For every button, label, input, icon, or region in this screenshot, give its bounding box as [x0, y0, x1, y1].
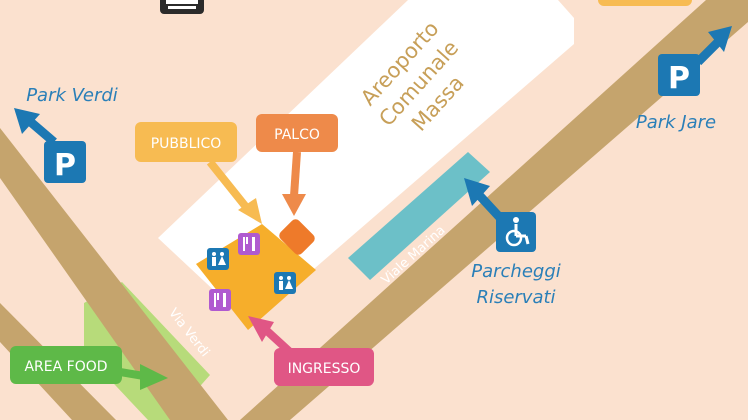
restroom-icon [274, 272, 296, 294]
park-jare-label: Park Jare [636, 112, 716, 133]
parking-symbol: P [54, 148, 76, 183]
reserved-parking-marker [464, 178, 536, 252]
parking-symbol: P [668, 61, 690, 96]
area-food-label: AREA FOOD [10, 346, 168, 390]
parking-icon [44, 141, 86, 183]
park-verdi-label: Park Verdi [26, 85, 118, 106]
parking-icon [658, 54, 700, 96]
ingresso-text: INGRESSO [288, 361, 361, 377]
accessible-icon [496, 212, 536, 252]
cropped-yellow-label [598, 0, 692, 6]
reserved-parking-strip [348, 152, 490, 280]
pubblico-text: PUBBLICO [151, 136, 222, 152]
area-food-text: AREA FOOD [24, 359, 107, 375]
via-verdi-road [0, 128, 228, 420]
reserved-parking-line1: Parcheggi [471, 261, 561, 282]
fork-knife-icon [238, 233, 260, 255]
stage-block [279, 219, 315, 255]
restroom-icon [207, 248, 229, 270]
palco-label: PALCO [256, 114, 338, 216]
pubblico-label: PUBBLICO [135, 122, 262, 224]
reserved-parking-line2: Riservati [476, 287, 555, 308]
ingresso-label: INGRESSO [248, 316, 374, 386]
park-verdi-marker: P [14, 108, 86, 183]
park-jare-marker: P [658, 26, 732, 96]
train-icon [160, 0, 204, 14]
fork-knife-icon [209, 289, 231, 311]
palco-text: PALCO [274, 127, 320, 143]
